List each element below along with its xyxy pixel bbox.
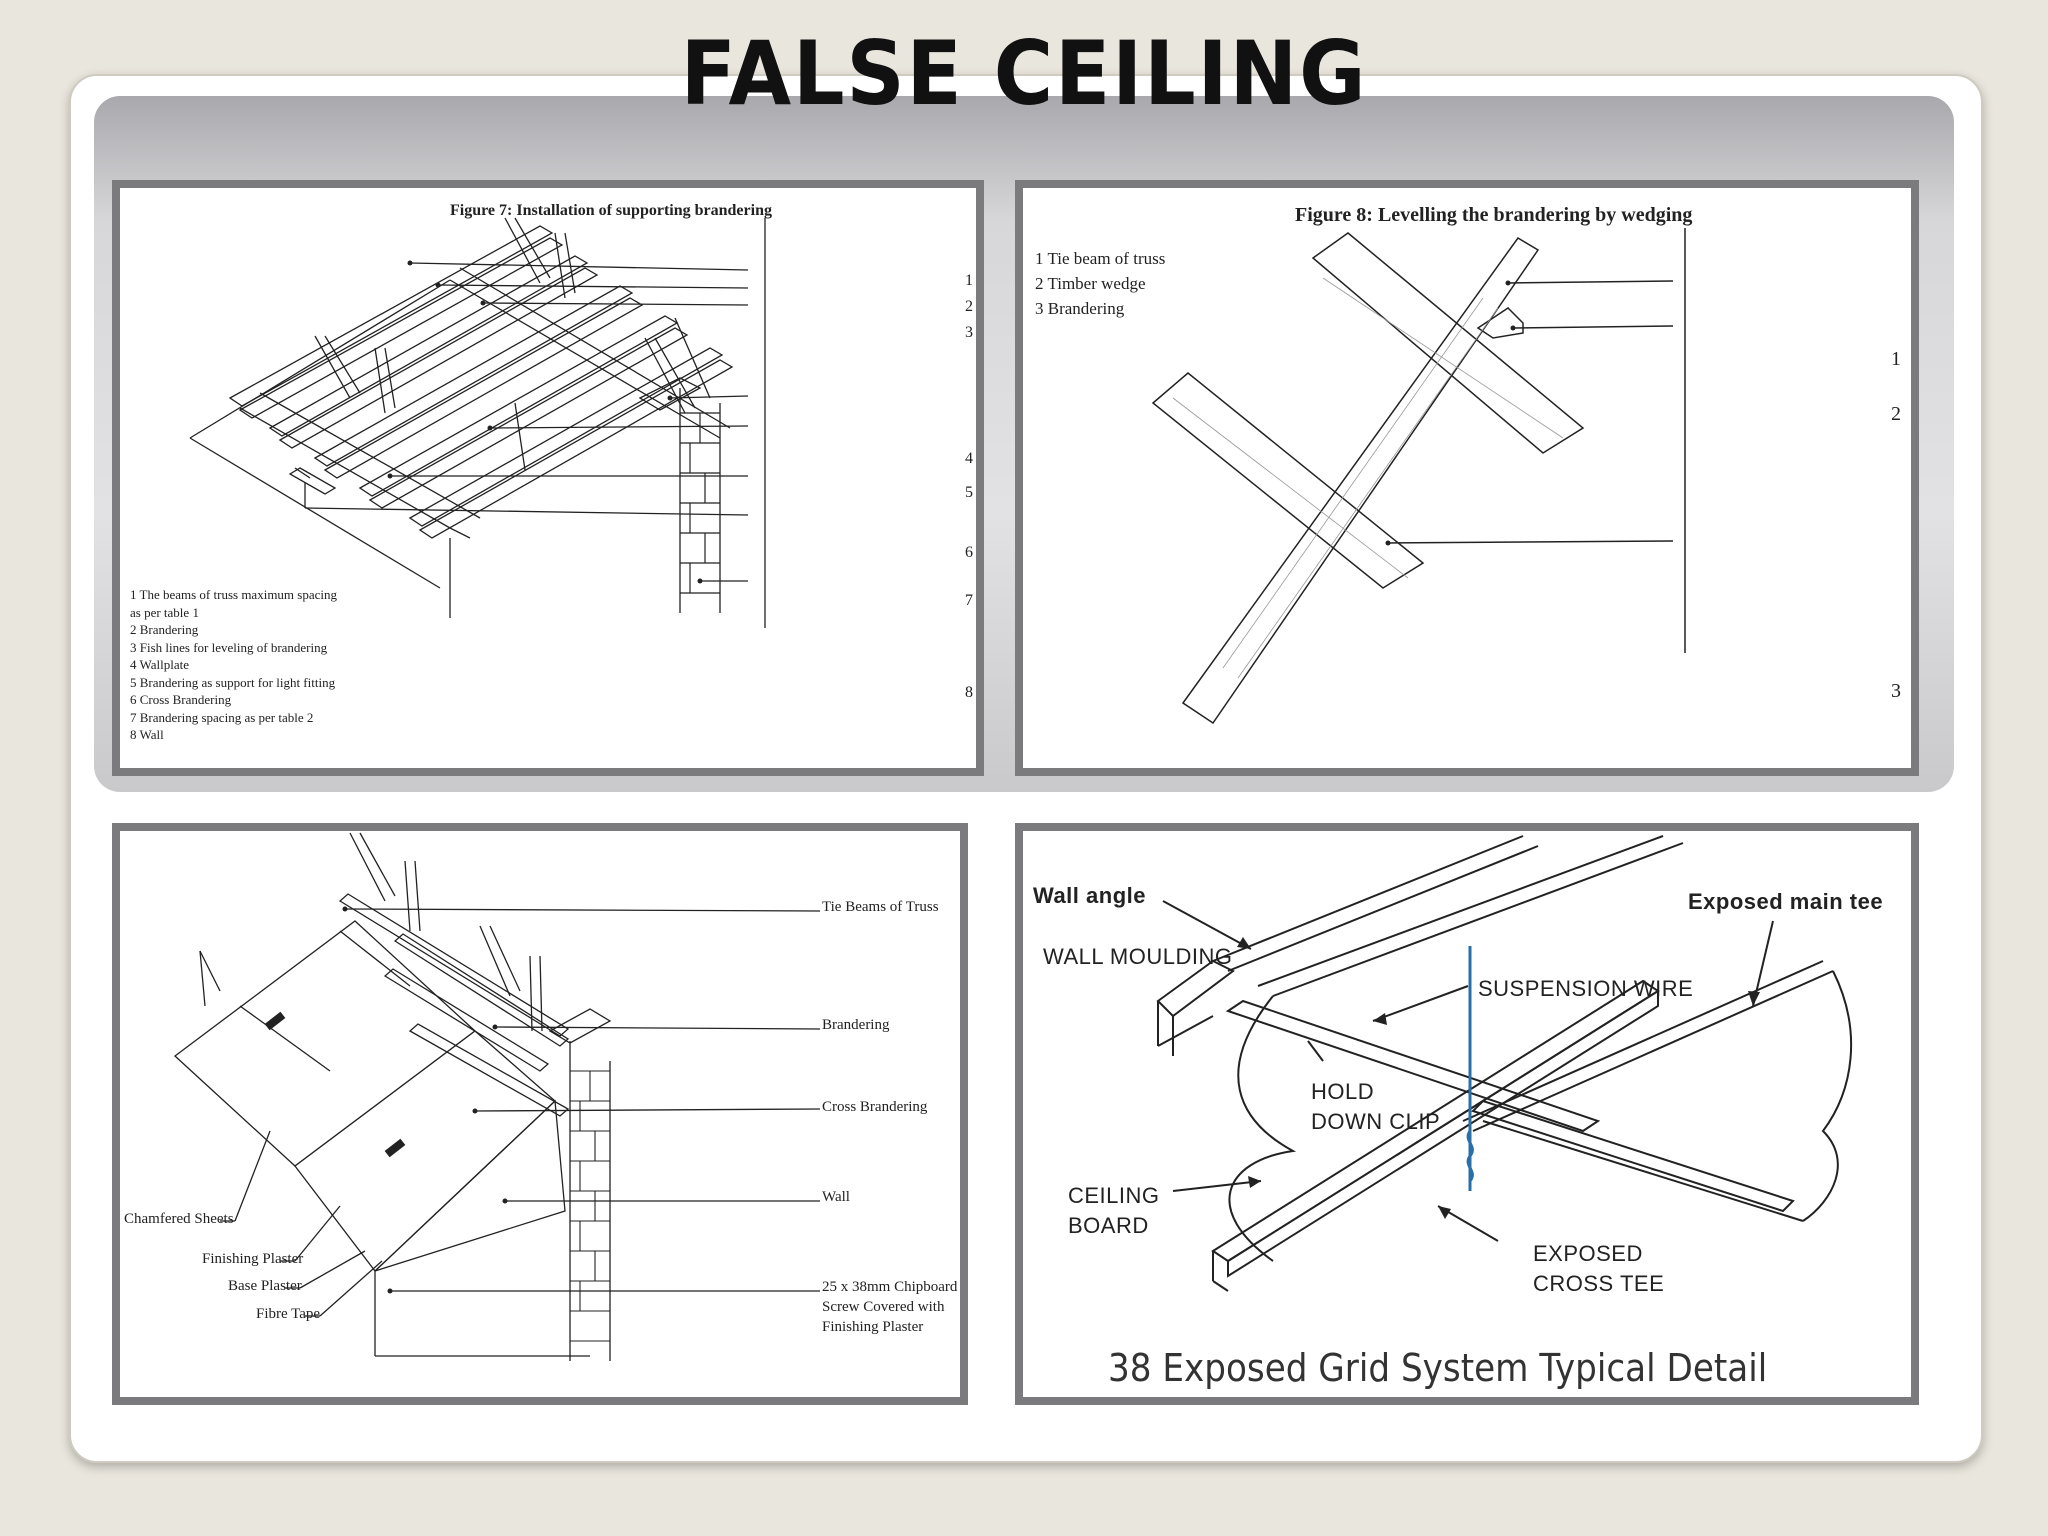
label-chipboard-1: 25 x 38mm Chipboard [822, 1279, 958, 1295]
figure-7-title: Figure 7: Installation of supporting bra… [450, 202, 772, 219]
figure-8-panel: Figure 8: Levelling the brandering by we… [1015, 180, 1919, 776]
label-brandering: Brandering [822, 1017, 890, 1033]
fig7-callout-1: 1 [965, 272, 973, 289]
fig7-callout-3: 3 [965, 324, 973, 341]
label-hold-down-clip-1: HOLD [1311, 1079, 1375, 1104]
slide-title: FALSE CEILING [680, 22, 1368, 125]
legend-item: 3 Brandering [1035, 299, 1125, 318]
label-exposed-main-tee: Exposed main tee [1688, 889, 1884, 914]
legend-item: 4 Wallplate [130, 657, 190, 672]
figure-8-title: Figure 8: Levelling the brandering by we… [1295, 204, 1693, 226]
figure-8-legend: 1 Tie beam of truss 2 Timber wedge 3 Bra… [1035, 246, 1165, 321]
legend-item: as per table 1 [130, 604, 199, 620]
label-exposed-cross-tee-2: CROSS TEE [1533, 1271, 1665, 1296]
fig7-callout-8: 8 [965, 684, 973, 701]
fig8-callout-1: 1 [1891, 348, 1901, 370]
label-wall: Wall [822, 1189, 850, 1205]
grid-system-drawing [1156, 835, 1853, 1292]
label-chipboard-2: Screw Covered with [822, 1299, 945, 1315]
fig7-callout-6: 6 [965, 544, 973, 561]
label-ceiling-board-1: CEILING [1068, 1183, 1160, 1208]
fig8-callout-3: 3 [1891, 680, 1901, 702]
fig7-callout-5: 5 [965, 484, 973, 501]
label-wall-moulding: WALL MOULDING [1043, 944, 1233, 969]
chamfered-sheets-panel: Tie Beams of Truss Brandering Cross Bran… [112, 823, 968, 1405]
label-exposed-cross-tee-1: EXPOSED [1533, 1241, 1643, 1266]
legend-item: 3 Fish lines for leveling of brandering [130, 639, 328, 655]
fig7-callout-4: 4 [965, 450, 973, 467]
grid-caption: 38 Exposed Grid System Typical Detail [1108, 1346, 1768, 1390]
fig7-callout-2: 2 [965, 298, 973, 315]
grid-system-panel: Wall angle Exposed main tee WALL MOULDIN… [1015, 823, 1919, 1405]
figure-7-legend: 1 The beams of truss maximum spacing as … [130, 586, 337, 744]
legend-item: 2 Brandering [130, 622, 199, 637]
label-wall-angle: Wall angle [1033, 883, 1146, 908]
chamfered-sheets-drawing [173, 832, 821, 1361]
label-hold-down-clip-2: DOWN CLIP [1311, 1109, 1441, 1134]
figure-7-panel: Figure 7: Installation of supporting bra… [112, 180, 984, 776]
label-tie-beams: Tie Beams of Truss [822, 899, 939, 915]
label-base-plaster: Base Plaster [228, 1278, 302, 1294]
label-chipboard-3: Finishing Plaster [822, 1319, 924, 1335]
label-finishing-plaster: Finishing Plaster [202, 1251, 304, 1267]
legend-item: 6 Cross Brandering [130, 692, 232, 707]
label-fibre-tape: Fibre Tape [256, 1306, 321, 1322]
figure-7-drawing [189, 217, 766, 628]
legend-item: 2 Timber wedge [1035, 274, 1146, 293]
label-ceiling-board-2: BOARD [1068, 1213, 1149, 1238]
fig7-callout-7: 7 [965, 592, 973, 609]
legend-item: 5 Brandering as support for light fittin… [130, 674, 336, 690]
figure-8-drawing [1151, 228, 1686, 725]
fig8-callout-2: 2 [1891, 403, 1901, 425]
label-chamfered-sheets: Chamfered Sheets [124, 1211, 234, 1227]
label-cross-brandering: Cross Brandering [822, 1099, 928, 1115]
legend-item: 7 Brandering spacing as per table 2 [130, 709, 314, 725]
legend-item: 1 Tie beam of truss [1035, 249, 1166, 268]
legend-item: 8 Wall [130, 727, 164, 742]
label-suspension-wire: SUSPENSION WIRE [1478, 976, 1694, 1001]
legend-item: 1 The beams of truss maximum spacing [130, 587, 338, 602]
